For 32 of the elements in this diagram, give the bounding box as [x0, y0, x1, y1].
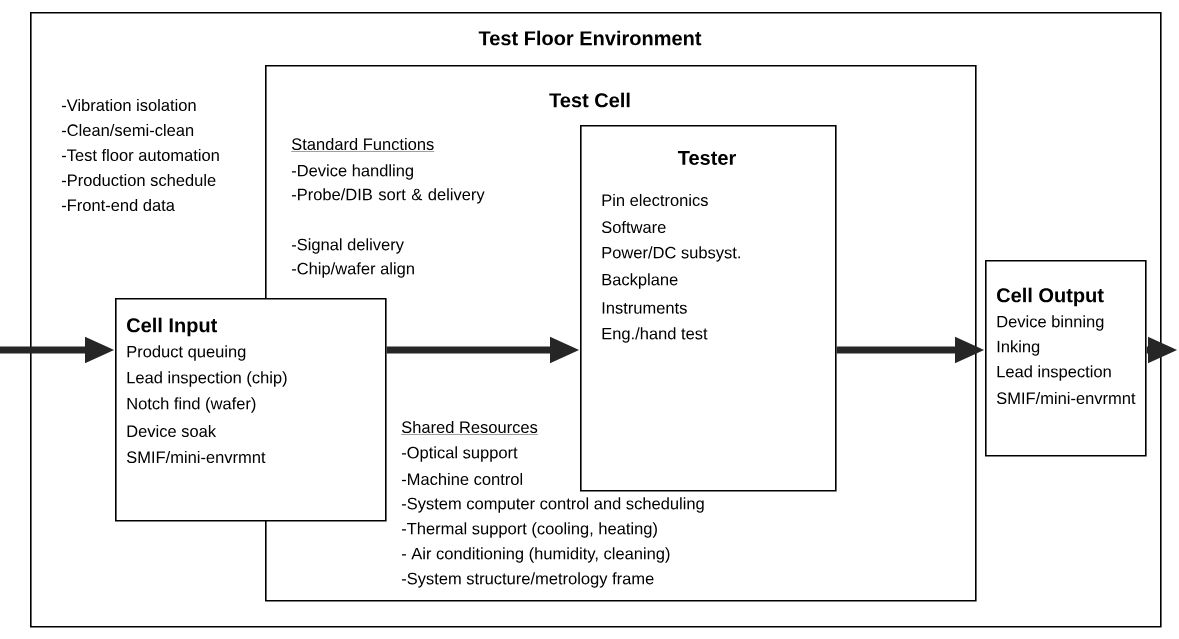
list-item: -Vibration isolation	[61, 98, 196, 112]
list-item: - Air conditioning (humidity, cleaning)	[401, 547, 670, 563]
list-item: Inking	[997, 340, 1040, 356]
list-item: -Machine control	[401, 472, 523, 486]
list-item: -Test floor automation	[61, 148, 219, 162]
list-item: -Thermal support (cooling, heating)	[401, 522, 657, 538]
list-item: -Chip/wafer align	[291, 262, 414, 278]
list-item: Lead inspection	[997, 365, 1111, 381]
list-item: SMIF/mini-envrmnt	[126, 450, 266, 464]
list-item: -Front-end data	[61, 198, 175, 212]
heading: Shared Resources	[401, 420, 539, 435]
list-item: Instruments	[602, 302, 687, 314]
list-item: -System structure/metrology frame	[401, 572, 654, 588]
list-item: Backplane	[602, 273, 678, 289]
list-item: -System computer control and scheduling	[401, 497, 704, 513]
list-item: -Clean/semi-clean	[61, 123, 194, 137]
heading: Standard Functions	[291, 137, 435, 152]
list-item: Power/DC subsyst.	[602, 246, 740, 262]
list-item: -Production schedule	[61, 173, 216, 187]
list-item: Device binning	[997, 315, 1104, 331]
list-item: Software	[601, 220, 666, 234]
list-item: Lead inspection (chip)	[127, 371, 287, 387]
list-item: Device soak	[127, 424, 217, 438]
list-item: SMIF/mini-envrmnt	[996, 391, 1136, 405]
list-item: Pin electronics	[602, 193, 708, 207]
list-item: Notch find (wafer)	[127, 397, 256, 413]
list-item: -Probe/DIB sort & delivery	[291, 188, 485, 204]
list-item: -Optical support	[401, 446, 518, 462]
list-item: -Device handling	[291, 164, 413, 180]
list-item: Product queuing	[127, 345, 246, 361]
list-item: -Signal delivery	[291, 238, 404, 254]
list-item: Eng./hand test	[602, 327, 708, 343]
